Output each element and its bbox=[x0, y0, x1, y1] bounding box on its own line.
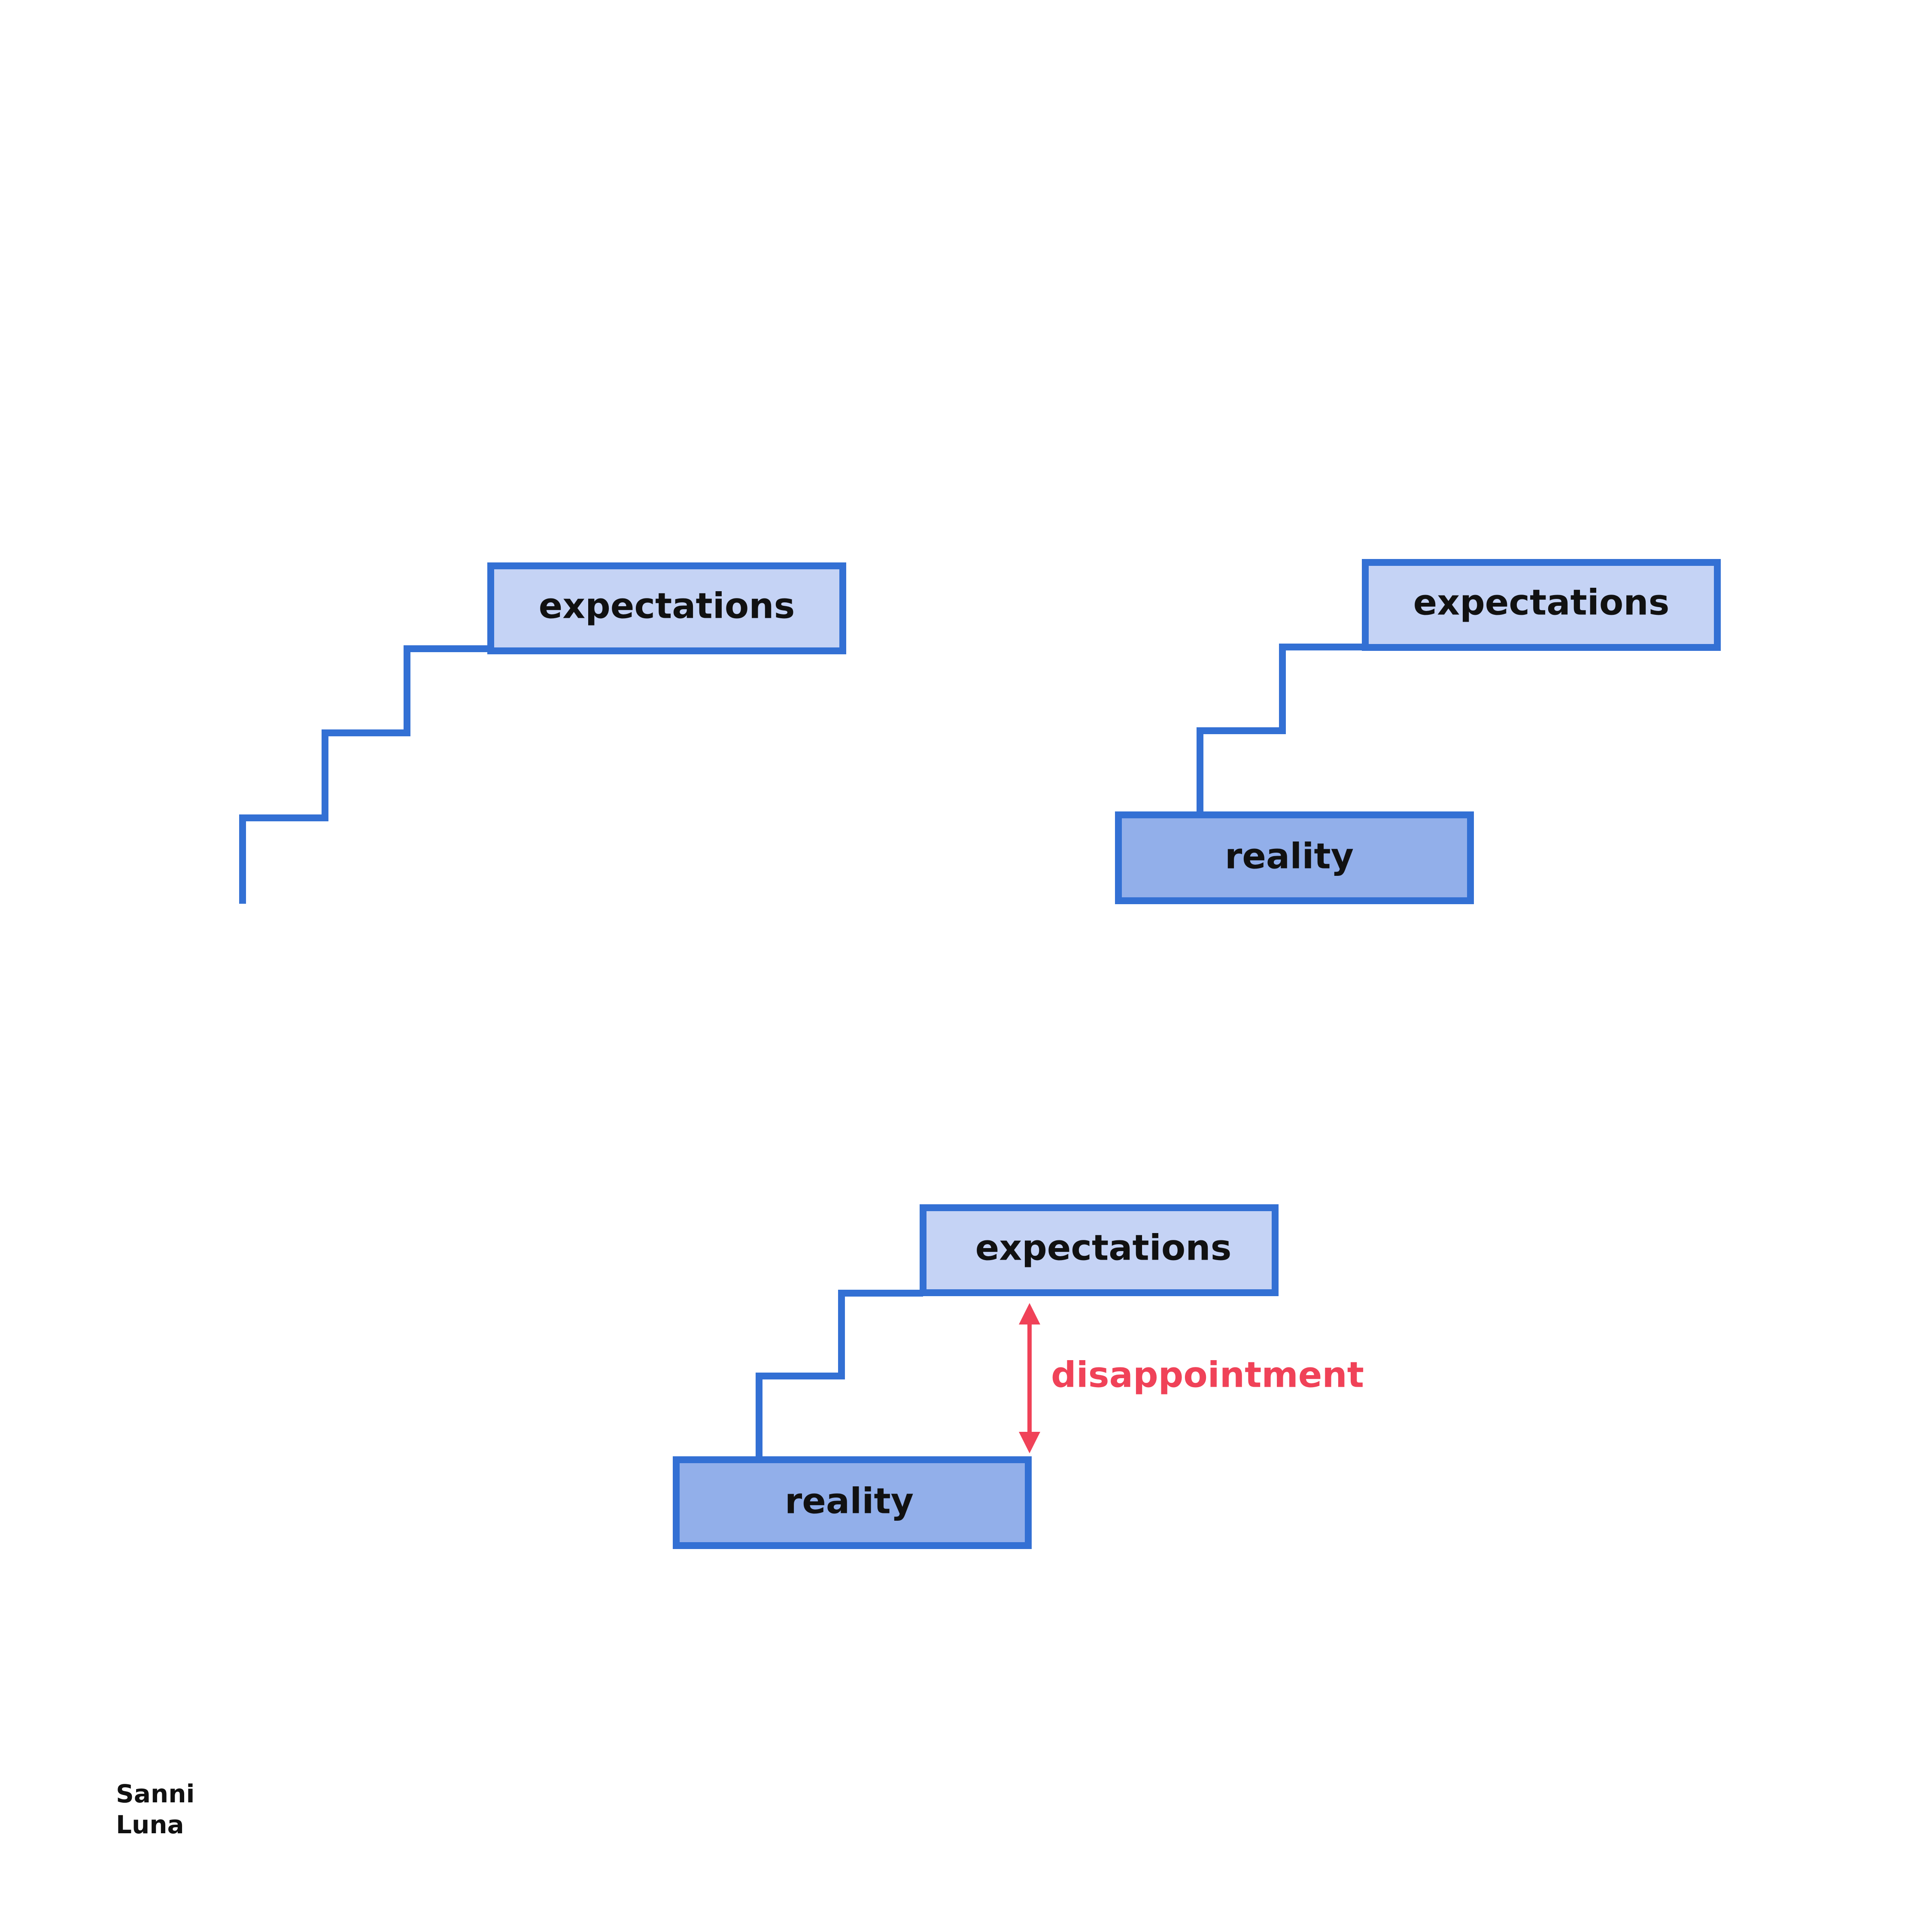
expectations-box bbox=[1362, 559, 1721, 651]
author-signature: Sanni Luna bbox=[116, 1778, 194, 1840]
disappointment-label: disappointment bbox=[1051, 1355, 1364, 1395]
staircase-line bbox=[239, 645, 491, 904]
expectations-box bbox=[487, 562, 846, 654]
reality-box bbox=[673, 1456, 1032, 1549]
reality-label: reality bbox=[785, 1481, 914, 1522]
panel-expectations-only: expectations bbox=[239, 562, 846, 904]
panel-disappointment: expectations reality disappointment bbox=[673, 1204, 1364, 1549]
expectations-label: expectations bbox=[539, 586, 795, 626]
staircase-line bbox=[1197, 644, 1365, 815]
signature-last-name: Luna bbox=[116, 1810, 184, 1839]
reality-box bbox=[1115, 811, 1474, 904]
signature-first-name: Sanni bbox=[116, 1779, 195, 1808]
staircase-line bbox=[756, 1290, 923, 1460]
expectations-label: expectations bbox=[1413, 582, 1670, 623]
panel-expectations-reality: expectations reality bbox=[1115, 559, 1721, 904]
reality-label: reality bbox=[1225, 836, 1354, 877]
expectations-box bbox=[920, 1204, 1279, 1296]
expectations-label: expectations bbox=[975, 1227, 1232, 1268]
